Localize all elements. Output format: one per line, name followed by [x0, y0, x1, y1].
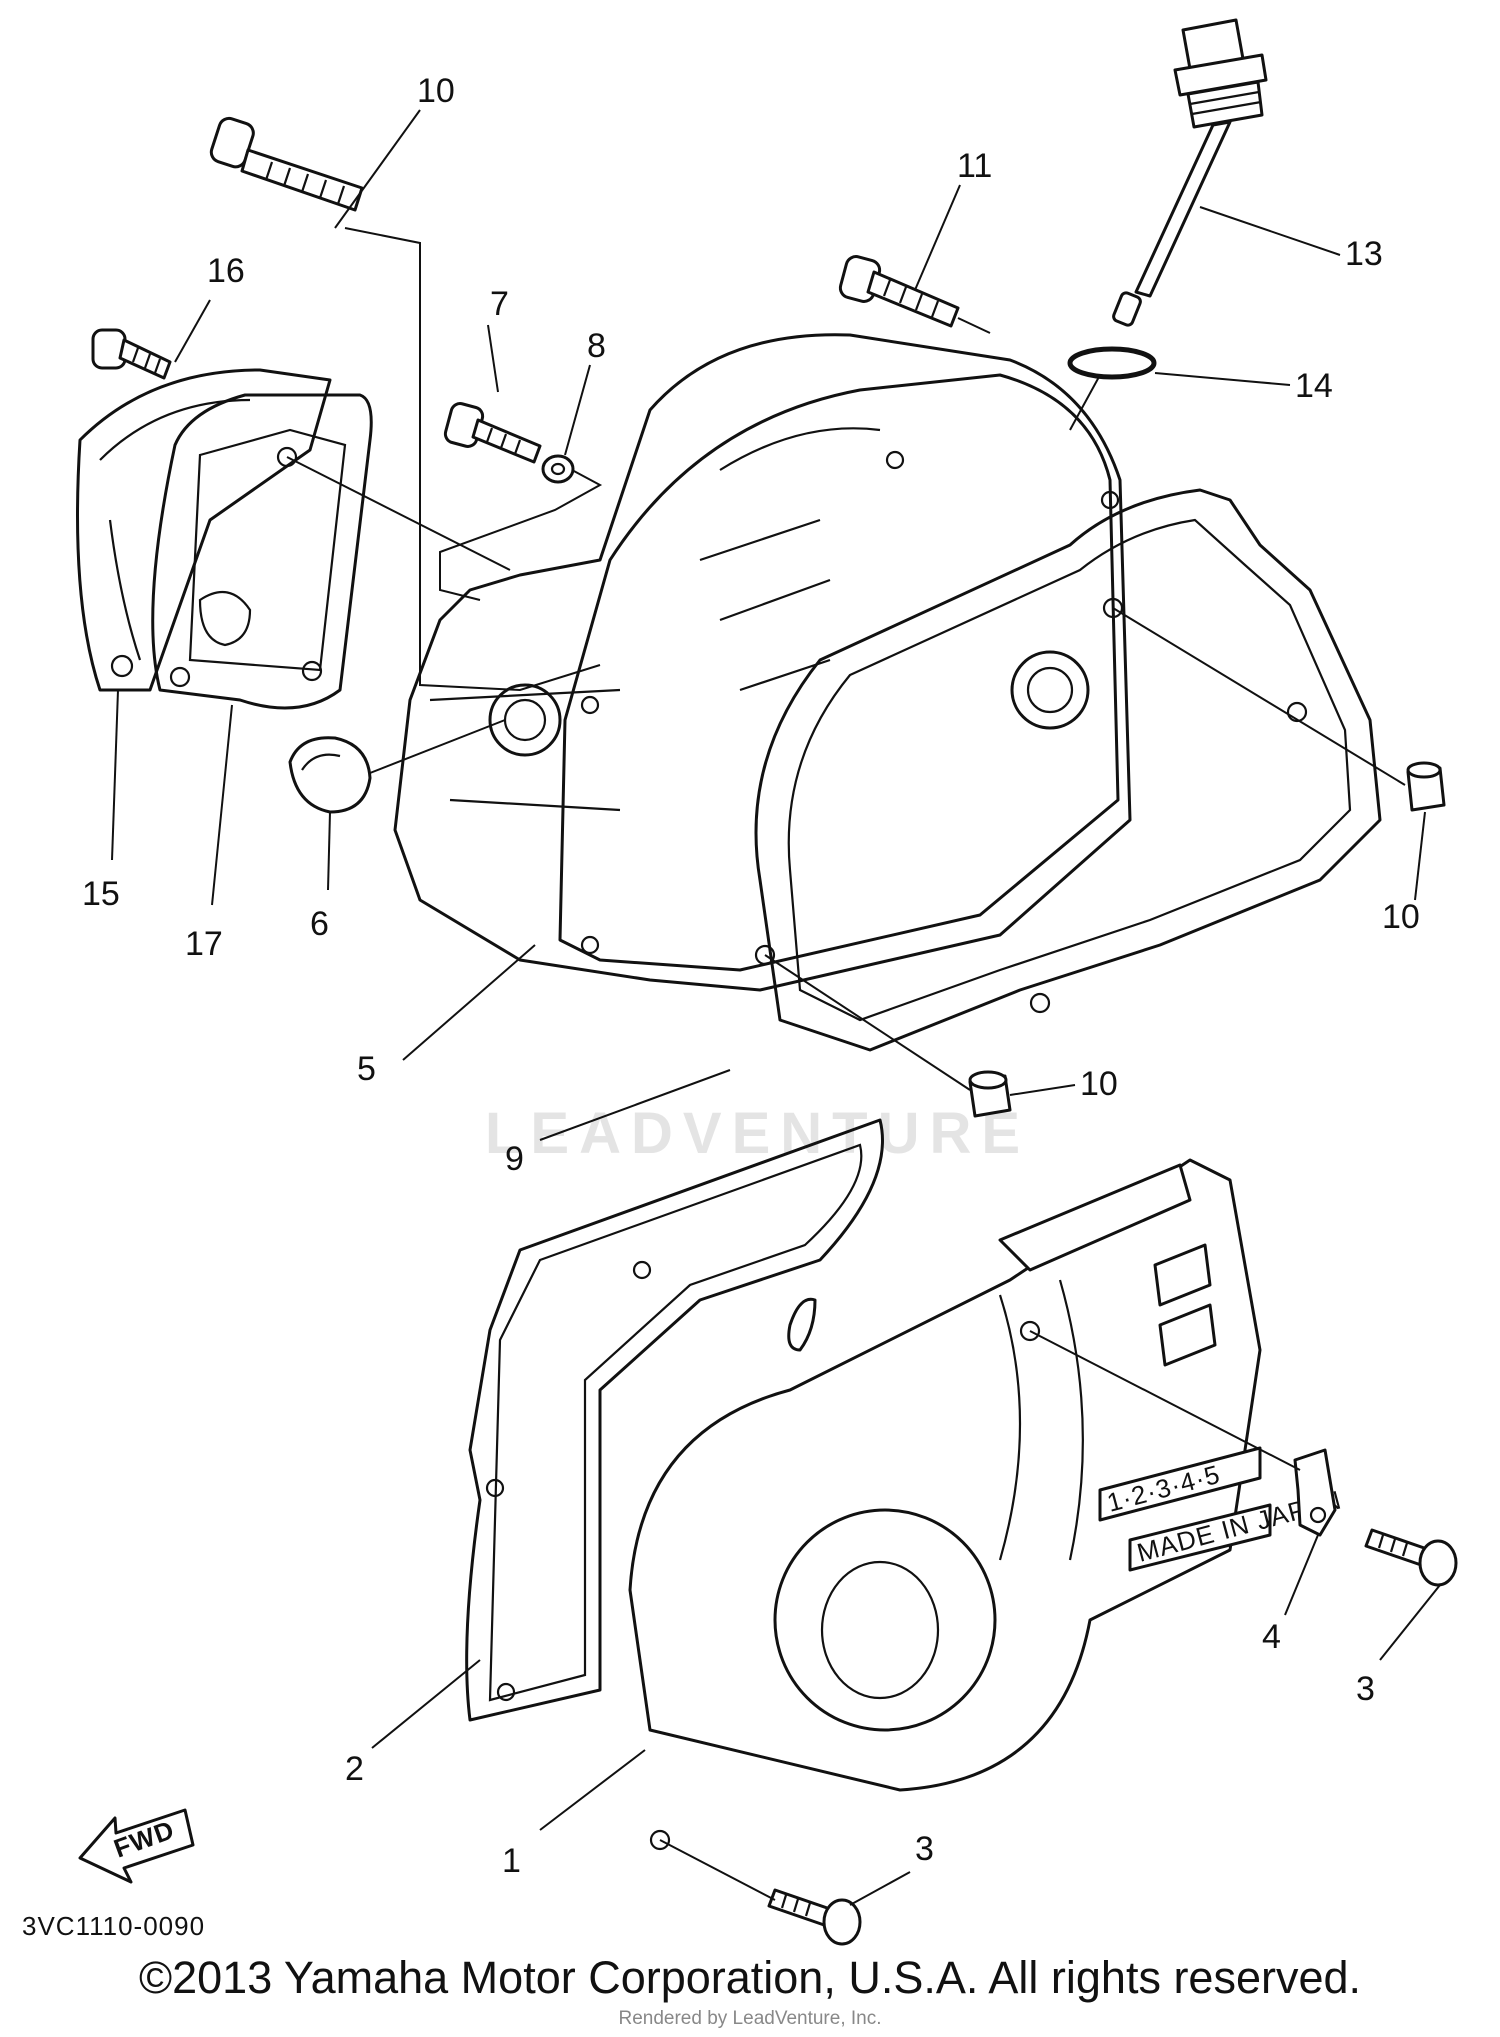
callout-16: 16	[207, 252, 245, 290]
callout-12: 10	[417, 72, 455, 110]
callout-4: 4	[1262, 1618, 1281, 1656]
part-9-gasket	[754, 488, 1382, 1052]
callout-13: 13	[1345, 235, 1383, 273]
callout-14: 14	[1295, 367, 1333, 405]
part-10-dowel-pin-right	[1406, 761, 1446, 812]
callout-15: 15	[82, 875, 120, 913]
part-5-crankcase-cover	[393, 333, 1132, 992]
callout-3-right: 3	[1356, 1670, 1375, 1708]
callout-10-right: 10	[1382, 898, 1420, 936]
part-10-dowel-pin-lower	[968, 1070, 1012, 1118]
callout-2: 2	[345, 1750, 364, 1788]
part-7-bolt	[443, 402, 542, 464]
callout-11: 11	[957, 147, 992, 185]
callout-3-lower: 3	[915, 1830, 934, 1868]
part-13-dipstick	[1112, 18, 1268, 327]
part-17-gasket	[151, 393, 373, 710]
callout-1: 1	[502, 1842, 521, 1880]
fwd-arrow-icon: FWD	[78, 1808, 195, 1884]
callout-7: 7	[490, 285, 509, 323]
part-8-washer	[541, 454, 575, 484]
callout-9: 9	[505, 1140, 524, 1178]
callout-8: 8	[587, 327, 606, 365]
part-14-o-ring	[1067, 346, 1157, 380]
callout-5: 5	[357, 1050, 376, 1088]
callout-17: 17	[185, 925, 223, 963]
part-16-bolt	[91, 328, 172, 380]
part-1-crankcase-cover: 1·2·3·4·5 MADE IN JAPAN	[628, 1158, 1345, 1851]
callout-10-lower: 10	[1080, 1065, 1118, 1103]
part-4-clamp	[1293, 1448, 1337, 1537]
leader-lines	[111, 109, 1441, 1906]
part-2-gasket	[465, 1118, 884, 1722]
part-15-pump-cover	[76, 368, 332, 692]
rendered-by-credit: Rendered by LeadVenture, Inc.	[618, 2008, 882, 2029]
part-11-bolt	[838, 255, 960, 328]
copyright-notice: ©2013 Yamaha Motor Corporation, U.S.A. A…	[138, 1952, 1362, 2003]
diagram-code: 3VC1110-0090	[22, 1911, 205, 1941]
part-3-screw-lower	[767, 1888, 862, 1946]
watermark-text: LEADVENTURE	[485, 1101, 1030, 1166]
part-3-screw-right	[1364, 1528, 1458, 1587]
callout-labels: 10 16 7 8 11 13 14 15 17 6 5 9 10 10 4 3…	[82, 72, 1420, 1880]
part-6-cap	[288, 736, 372, 814]
callout-6: 6	[310, 905, 329, 943]
part-12-long-bolt	[209, 116, 364, 212]
